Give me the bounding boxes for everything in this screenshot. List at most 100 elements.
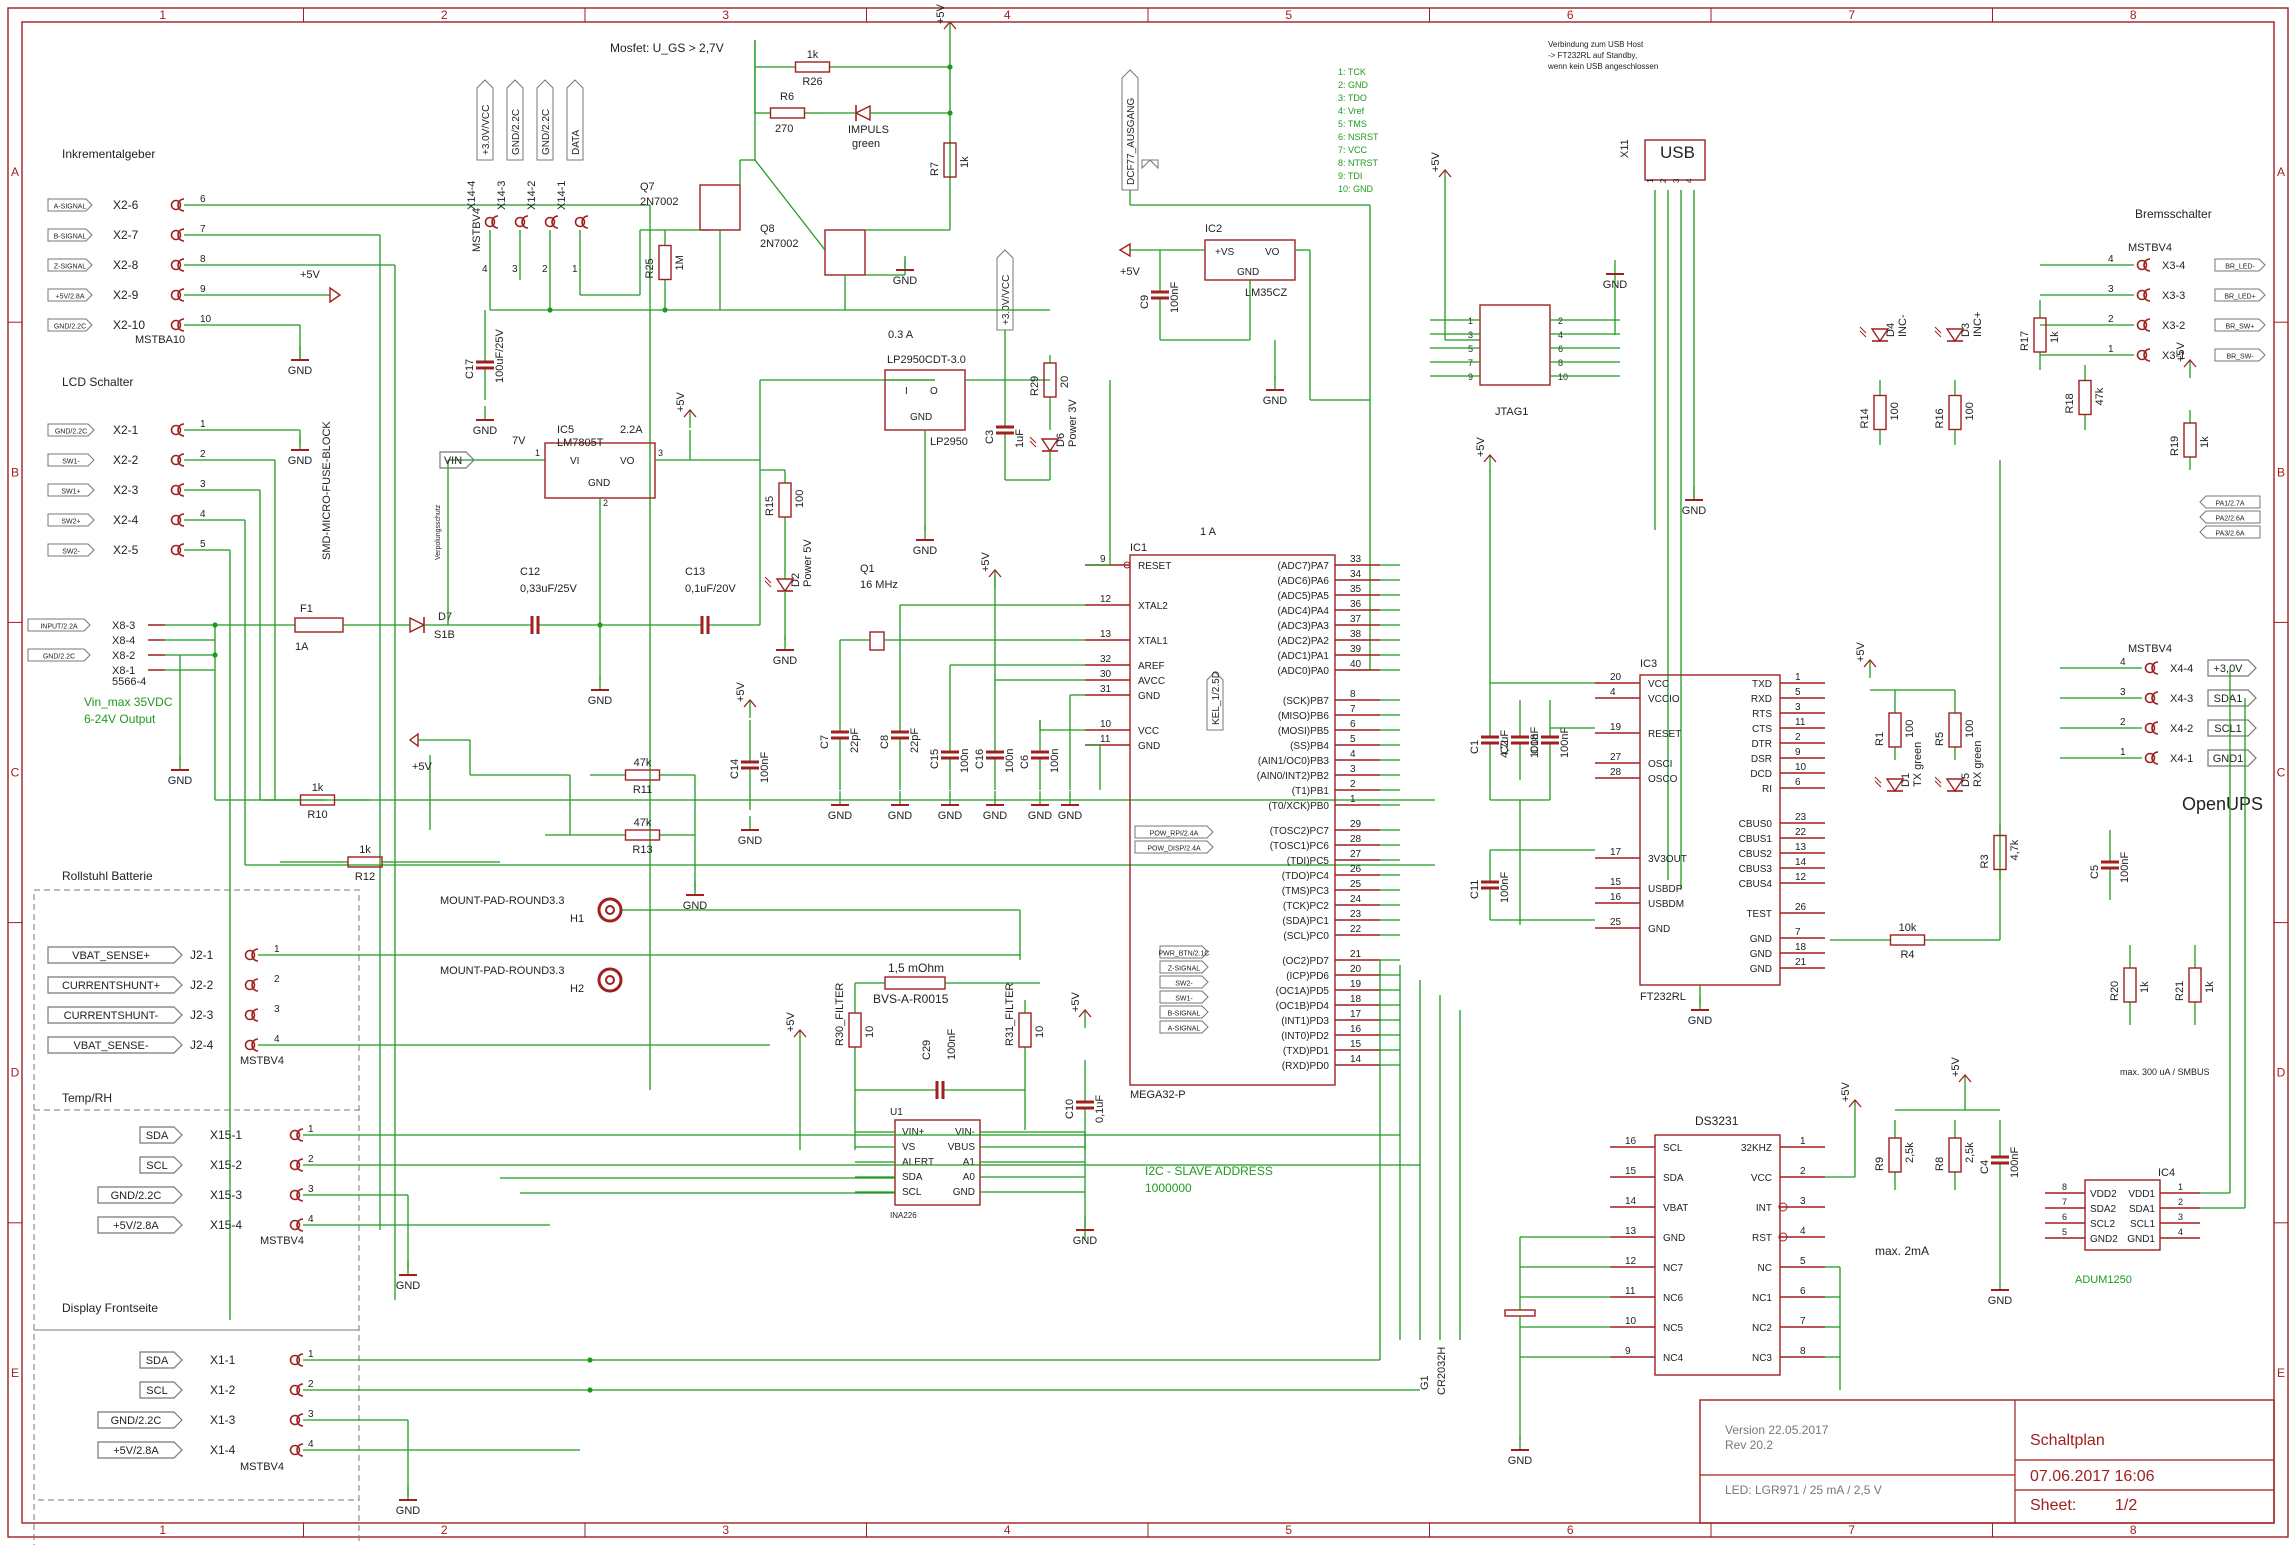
mosfet-q7 bbox=[699, 184, 741, 231]
ic-pin: VI bbox=[570, 456, 579, 467]
pin-number: 13 bbox=[1100, 629, 1112, 640]
ft-pin-label: OSCI bbox=[1648, 759, 1672, 770]
terminal-clamp bbox=[177, 453, 185, 467]
port-openups-2 bbox=[2207, 689, 2257, 707]
column-label: 7 bbox=[1848, 8, 1855, 22]
mcu-pin-label: (TDO)PC4 bbox=[1282, 871, 1330, 882]
mcu-pin-label: (SS)PB4 bbox=[1290, 741, 1329, 752]
resistor-r25 bbox=[658, 244, 672, 281]
resistor-value: 1M bbox=[674, 255, 686, 270]
crystal-q1 bbox=[869, 631, 885, 651]
section-title: Bremsschalter bbox=[2135, 207, 2212, 221]
terminal-x2-7 bbox=[170, 229, 182, 241]
mount-pad-h1 bbox=[597, 897, 623, 923]
terminal-clamp bbox=[521, 215, 529, 229]
pin-number: 21 bbox=[1350, 949, 1362, 960]
led-ref: D2 bbox=[790, 573, 802, 587]
supply-label: +5V bbox=[2175, 341, 2187, 362]
connector-pin-label: X14-3 bbox=[496, 181, 508, 210]
supply-label: +5V bbox=[412, 761, 433, 773]
pin-number: 5 bbox=[1350, 734, 1356, 745]
led-d5 bbox=[1945, 778, 1965, 793]
capacitor-ref: C9 bbox=[1139, 295, 1151, 309]
terminal-x3-2 bbox=[2136, 289, 2148, 301]
usb-note: Verbindung zum USB Host bbox=[1548, 40, 1644, 49]
port-vin bbox=[439, 451, 475, 469]
port-display-4 bbox=[97, 1441, 183, 1459]
led-d4 bbox=[1870, 328, 1890, 343]
port-br_sw+ bbox=[2214, 318, 2266, 332]
capacitor-value: 100n bbox=[1049, 749, 1061, 773]
ground-label: GND bbox=[396, 1280, 421, 1292]
terminal-x2-1 bbox=[170, 424, 182, 436]
jtag-note: 7: VCC bbox=[1338, 145, 1368, 155]
pin-number: 18 bbox=[1350, 994, 1362, 1005]
mcu-pin-label: (TOSC2)PC7 bbox=[1270, 826, 1330, 837]
pin-number: 26 bbox=[1795, 902, 1807, 913]
junction bbox=[947, 64, 953, 70]
capacitor-value: 0,33uF/25V bbox=[520, 583, 578, 595]
mcu-pin-label: (TMS)PC3 bbox=[1282, 886, 1330, 897]
ground-label: GND bbox=[1688, 1015, 1713, 1027]
mcu-pin-label: AREF bbox=[1138, 661, 1165, 672]
pin-number: 12 bbox=[1625, 1256, 1637, 1267]
port-br_led- bbox=[2214, 258, 2266, 272]
resistor-ref: R8 bbox=[1934, 1157, 1946, 1171]
mcu-pin-label: (TXD)PD1 bbox=[1283, 1046, 1330, 1057]
pin-number: 2 bbox=[308, 1379, 314, 1390]
pin-number: 21 bbox=[1795, 957, 1807, 968]
port-label: SW1- bbox=[62, 459, 80, 466]
ft-pin-label: TXD bbox=[1752, 679, 1772, 690]
ground-label: GND bbox=[1263, 395, 1288, 407]
ic-current: 2.2A bbox=[620, 424, 643, 436]
resistor-ref: R10 bbox=[307, 809, 327, 821]
pin-number: 1 bbox=[1800, 1136, 1806, 1147]
terminal-clamp bbox=[581, 215, 589, 229]
capacitor-value: 22pF bbox=[849, 728, 861, 753]
pin-number: 8 bbox=[2062, 1182, 2067, 1192]
row-label: B bbox=[2277, 465, 2285, 479]
capacitor-value: 100nF bbox=[2009, 1147, 2021, 1178]
terminal-x4-4 bbox=[2144, 752, 2156, 764]
led-ref: D6 bbox=[1055, 433, 1067, 447]
resistor-r30 bbox=[848, 1012, 862, 1048]
usb-connector bbox=[1644, 139, 1706, 181]
terminal-x2-4 bbox=[170, 514, 182, 526]
led-d3 bbox=[1945, 328, 1965, 343]
resistor-value: 1k bbox=[807, 49, 819, 61]
resistor-ref: R31_FILTER bbox=[1004, 983, 1016, 1046]
resistor-r14 bbox=[1873, 394, 1887, 431]
pin-number: 3 bbox=[308, 1409, 314, 1420]
resistor-value: 100 bbox=[794, 490, 806, 508]
terminal-clamp bbox=[296, 1383, 304, 1397]
terminal-clamp bbox=[296, 1218, 304, 1232]
connector-pin-label: X2-1 bbox=[113, 423, 139, 437]
pin-number: 2 bbox=[1558, 316, 1563, 326]
led-value: Power 3V bbox=[1067, 399, 1079, 447]
pin-number: 16 bbox=[1350, 1024, 1362, 1035]
resistor-ref: R29 bbox=[1029, 376, 1041, 396]
port-label: +5V/2.8A bbox=[113, 1445, 159, 1457]
port-label: SW2+ bbox=[61, 519, 80, 526]
led-ray bbox=[1934, 326, 1942, 334]
port-label: A-SIGNAL bbox=[1168, 1026, 1201, 1033]
connector-pin-label: J2-4 bbox=[190, 1038, 214, 1052]
pin-number: 11 bbox=[1795, 717, 1806, 728]
ft-pin-label: DSR bbox=[1751, 754, 1772, 765]
pin-number: 18 bbox=[1795, 942, 1807, 953]
supply-arrow bbox=[683, 409, 697, 418]
mcu-pin-label: AVCC bbox=[1138, 676, 1165, 687]
ic-name: DS3231 bbox=[1695, 1114, 1739, 1128]
port-br_led+ bbox=[2214, 288, 2266, 302]
ft-pin-label: OSCO bbox=[1648, 774, 1678, 785]
ic-ref: U1 bbox=[890, 1107, 903, 1118]
terminal-x2-2 bbox=[170, 454, 182, 466]
port-gnd/2.2c bbox=[47, 423, 95, 437]
pin-number: 3 bbox=[512, 264, 518, 275]
port-label: +3,0V bbox=[2213, 663, 2243, 675]
port-label: SW2- bbox=[62, 549, 80, 556]
ft-pin-label: DTR bbox=[1751, 739, 1772, 750]
arrow-5v bbox=[1118, 242, 1131, 258]
mcu-pin-label: (AIN0/INT2)PB2 bbox=[1257, 771, 1330, 782]
ic-ref: IC5 bbox=[557, 424, 574, 436]
